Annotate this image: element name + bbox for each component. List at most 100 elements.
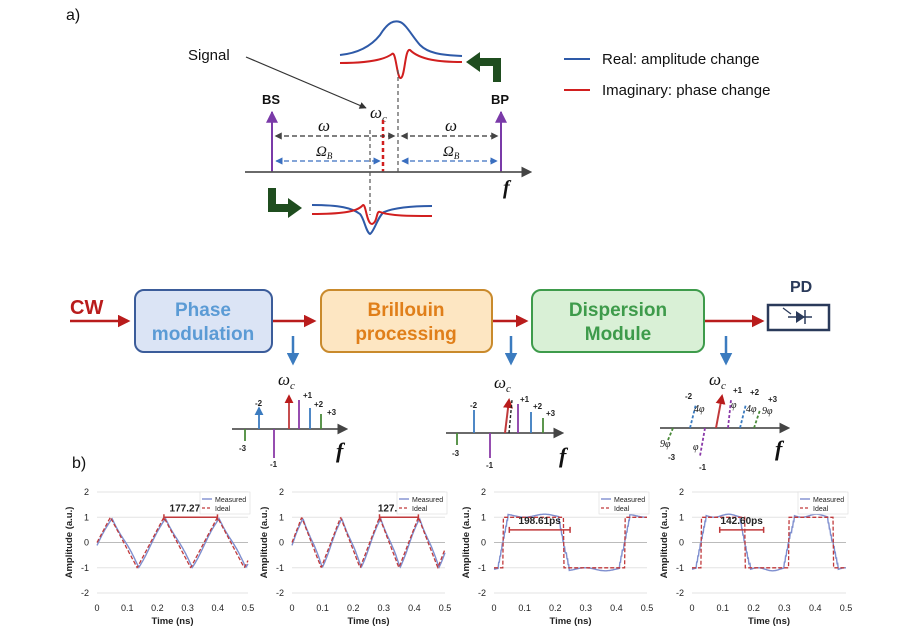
y-tick-label: 2 [84, 487, 89, 497]
svg-text:+1: +1 [733, 386, 743, 395]
x-tick-label: 0 [491, 603, 496, 613]
y-tick-label: -2 [276, 588, 284, 598]
x-tick-label: 0.4 [809, 603, 822, 613]
svg-text:ωc: ωc [278, 370, 295, 392]
series-ideal [96, 515, 249, 569]
y-tick-label: 1 [481, 512, 486, 522]
block-phase-modulation: Phase modulation [134, 289, 273, 353]
x-axis-label: Time (ns) [748, 616, 790, 627]
svg-text:Module: Module [585, 324, 652, 345]
svg-text:φ: φ [731, 400, 737, 411]
legend-real-label: Real: amplitude change [602, 51, 760, 68]
svg-text:4φ: 4φ [746, 404, 757, 415]
y-tick-label: 2 [481, 487, 486, 497]
x-axis-label: Time (ns) [347, 616, 389, 627]
svg-text:-3: -3 [452, 449, 460, 458]
legend-measured-label: Measured [813, 497, 844, 504]
svg-text:9φ: 9φ [660, 439, 671, 450]
svg-text:9φ: 9φ [762, 406, 773, 417]
y-tick-label: 2 [679, 487, 684, 497]
legend-measured-label: Measured [215, 497, 246, 504]
svg-text:ωc: ωc [494, 373, 511, 395]
legend-box [396, 491, 448, 515]
y-axis-label: Amplitude (a.u.) [64, 507, 75, 579]
svg-text:f: f [336, 438, 346, 463]
cw-label: CW [70, 297, 103, 319]
x-tick-label: 0.1 [518, 603, 531, 613]
legend-box [598, 491, 650, 515]
series-ideal [692, 516, 846, 569]
y-tick-label: -2 [676, 588, 684, 598]
OmegaB-left-label: ΩB [316, 144, 333, 161]
y-tick-label: -2 [478, 588, 486, 598]
upper-resonance [339, 20, 463, 80]
svg-text:f: f [775, 436, 785, 461]
freq-label-a: f [503, 177, 512, 199]
x-tick-label: 0 [289, 603, 294, 613]
omega-c-label: ωc [370, 103, 387, 125]
x-tick-label: 0.4 [212, 603, 225, 613]
svg-text:4φ: 4φ [694, 404, 705, 415]
x-tick-label: 0.5 [641, 603, 654, 613]
x-tick-label: 0.1 [121, 603, 134, 613]
y-tick-label: -1 [676, 563, 684, 573]
x-tick-label: 0.5 [439, 603, 452, 613]
green-arrowhead-top [466, 52, 480, 72]
svg-text:-2: -2 [685, 392, 693, 401]
legend-measured-label: Measured [412, 497, 443, 504]
svg-text:-3: -3 [668, 453, 676, 462]
green-turn-arrow-top [478, 58, 501, 82]
svg-text:+1: +1 [520, 395, 530, 404]
period-annotation: 177.27ps [170, 503, 213, 514]
y-tick-label: -2 [81, 588, 89, 598]
period-annotation: 142.60ps [721, 516, 764, 527]
x-tick-label: 0.1 [316, 603, 329, 613]
x-tick-label: 0.1 [717, 603, 730, 613]
y-tick-label: 1 [84, 512, 89, 522]
panel-b-label: b) [72, 455, 86, 472]
svg-text:-2: -2 [470, 401, 478, 410]
x-tick-label: 0.3 [778, 603, 791, 613]
svg-text:+3: +3 [546, 409, 556, 418]
y-tick-label: 0 [679, 538, 684, 548]
period-annotation: 198.61ps [519, 516, 562, 527]
svg-text:Dispersion: Dispersion [569, 300, 667, 321]
svg-text:-1: -1 [270, 460, 278, 469]
svg-text:Phase: Phase [175, 300, 231, 321]
svg-text:+2: +2 [533, 402, 543, 411]
block-dispersion-module: Dispersion Module [531, 289, 705, 353]
y-tick-label: 1 [279, 512, 284, 522]
signal-label: Signal [188, 47, 230, 64]
photodiode-icon [766, 303, 831, 332]
block-brillouin-processing: Brillouin processing [320, 289, 493, 353]
x-tick-label: 0.2 [549, 603, 562, 613]
svg-text:-1: -1 [699, 463, 707, 472]
legend-box [797, 491, 849, 515]
svg-text:+3: +3 [768, 395, 778, 404]
legend-ideal-label: Ideal [813, 506, 829, 513]
bs-label: BS [262, 92, 280, 107]
y-tick-label: -1 [276, 563, 284, 573]
svg-text:+1: +1 [303, 391, 313, 400]
legend-box [199, 491, 251, 515]
x-tick-label: 0.3 [378, 603, 391, 613]
y-axis-label: Amplitude (a.u.) [259, 507, 270, 579]
omega-right-label: ω [445, 116, 457, 135]
x-axis-label: Time (ns) [151, 616, 193, 627]
y-tick-label: -1 [81, 563, 89, 573]
x-axis-label: Time (ns) [549, 616, 591, 627]
y-tick-label: 0 [481, 538, 486, 548]
signal-pointer [245, 56, 367, 109]
x-tick-label: 0.5 [840, 603, 853, 613]
svg-text:modulation: modulation [152, 324, 254, 345]
series-ideal [291, 516, 446, 570]
spectrum-3: f ωc -2 +1 +2 +3 -3 -1 4φ φ 4φ 9φ 9φ φ [660, 370, 791, 472]
legend-ideal-label: Ideal [412, 506, 428, 513]
x-tick-label: 0.4 [408, 603, 421, 613]
legend-ideal-label: Ideal [215, 506, 231, 513]
y-tick-label: 0 [279, 538, 284, 548]
